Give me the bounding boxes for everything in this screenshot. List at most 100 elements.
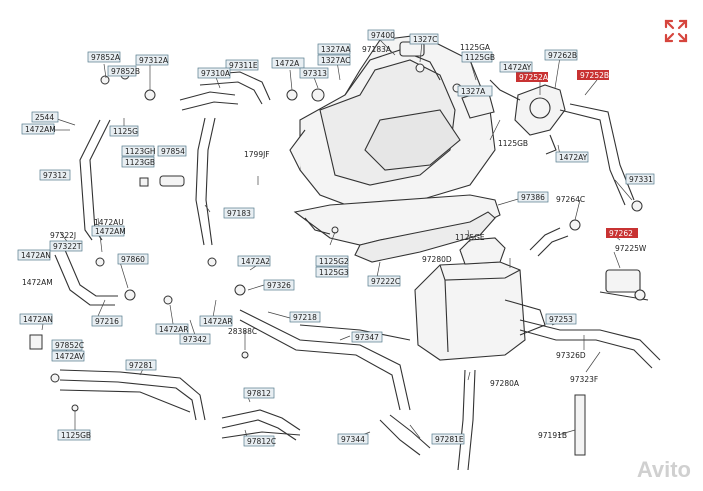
label-1125GB-top[interactable]: 1125GB: [461, 51, 495, 63]
label-97342[interactable]: 97342: [179, 333, 211, 345]
label-97310A[interactable]: 97310A: [197, 67, 231, 79]
label-97400[interactable]: 97400: [367, 29, 395, 41]
svg-text:97854: 97854: [161, 147, 185, 156]
svg-text:97311E: 97311E: [229, 61, 258, 70]
svg-text:2544: 2544: [35, 113, 54, 122]
svg-text:97852C: 97852C: [55, 341, 84, 350]
label-1472AM-top[interactable]: 1472AM: [21, 123, 56, 135]
label-97222C[interactable]: 97222C: [367, 275, 401, 287]
label-97312A[interactable]: 97312A: [135, 54, 169, 66]
label-97854[interactable]: 97854: [157, 145, 187, 157]
label-97312[interactable]: 97312: [39, 169, 71, 181]
label-1327AA[interactable]: 1327AA: [317, 43, 351, 55]
label-97183[interactable]: 97183: [223, 207, 255, 219]
svg-text:97253: 97253: [549, 315, 573, 324]
label-28388C[interactable]: 28388C: [228, 327, 257, 336]
clamps: [29, 63, 643, 456]
label-1472AR[interactable]: 1472AR: [155, 323, 188, 335]
svg-text:97312: 97312: [43, 171, 67, 180]
label-97262-highlight[interactable]: 97262: [606, 228, 638, 238]
svg-text:97812C: 97812C: [247, 437, 276, 446]
label-97347[interactable]: 97347: [351, 331, 383, 343]
label-1125GB2[interactable]: 1125GB: [57, 429, 91, 441]
label-97313[interactable]: 97313: [299, 67, 329, 79]
label-97852B[interactable]: 97852B: [107, 65, 140, 77]
expand-arrows-icon[interactable]: [663, 18, 689, 44]
label-1327C[interactable]: 1327C: [409, 33, 439, 45]
svg-text:1327AC: 1327AC: [321, 56, 350, 65]
svg-text:97347: 97347: [355, 333, 379, 342]
label-1125GA[interactable]: 1125GA: [460, 43, 491, 52]
svg-text:1472AM: 1472AM: [25, 125, 56, 134]
label-97183A[interactable]: 97183A: [362, 45, 392, 54]
svg-text:97222C: 97222C: [371, 277, 400, 286]
label-97225W[interactable]: 97225W: [615, 244, 647, 253]
label-97264C[interactable]: 97264C: [556, 195, 585, 204]
svg-text:1472A: 1472A: [275, 59, 300, 68]
label-97218[interactable]: 97218: [289, 311, 321, 323]
label-1327A[interactable]: 1327A: [457, 85, 493, 97]
label-97281E[interactable]: 97281E: [431, 433, 465, 445]
label-97253[interactable]: 97253: [545, 313, 577, 325]
label-97326[interactable]: 97326: [263, 279, 295, 291]
label-97326D[interactable]: 97326D: [556, 351, 586, 360]
svg-text:1472AR: 1472AR: [159, 325, 188, 334]
svg-text:97860: 97860: [121, 255, 145, 264]
label-1327AC[interactable]: 1327AC: [317, 54, 351, 66]
label-2544[interactable]: 2544: [31, 111, 59, 123]
label-1125GB[interactable]: 1125GB: [498, 139, 528, 148]
label-97812[interactable]: 97812: [243, 387, 275, 399]
svg-text:1472AR: 1472AR: [203, 317, 232, 326]
label-97852C[interactable]: 97852C: [51, 339, 84, 351]
svg-text:1125GB: 1125GB: [61, 431, 91, 440]
svg-text:97281: 97281: [129, 361, 153, 370]
svg-text:1123GB: 1123GB: [125, 158, 155, 167]
label-1125G2[interactable]: 1125G2: [315, 255, 349, 267]
label-97252B-highlight[interactable]: 97252B: [577, 70, 609, 80]
svg-text:1472AM: 1472AM: [95, 227, 126, 236]
label-1472AV[interactable]: 1472AV: [51, 350, 85, 362]
label-1472AM[interactable]: 1472AM: [91, 225, 126, 237]
label-1125G[interactable]: 1125G: [109, 125, 139, 137]
svg-text:97313: 97313: [303, 69, 327, 78]
svg-text:97331: 97331: [629, 175, 653, 184]
label-1472AU[interactable]: 1472AU: [94, 218, 124, 227]
svg-text:1125G: 1125G: [113, 127, 138, 136]
auxiliary-heater: [414, 237, 546, 361]
label-1125G3[interactable]: 1125G3: [315, 266, 349, 278]
label-97216[interactable]: 97216: [91, 315, 123, 327]
label-97860[interactable]: 97860: [117, 253, 149, 265]
label-97323F[interactable]: 97323F: [570, 375, 598, 384]
label-1123GH[interactable]: 1123GH: [121, 145, 156, 157]
label-97812C[interactable]: 97812C: [243, 435, 276, 447]
label-97262B[interactable]: 97262B: [544, 49, 578, 61]
label-97386[interactable]: 97386: [517, 191, 549, 203]
label-1472AY2[interactable]: 1472AY: [555, 151, 589, 163]
label-1472A[interactable]: 1472A: [271, 57, 305, 69]
label-1123GB[interactable]: 1123GB: [121, 156, 155, 168]
label-1472AY[interactable]: 1472AY: [499, 61, 533, 73]
label-1799JF[interactable]: 1799JF: [244, 150, 270, 159]
label-97331[interactable]: 97331: [625, 173, 655, 185]
label-1472AR2[interactable]: 1472AR: [199, 315, 232, 327]
label-97344[interactable]: 97344: [337, 433, 369, 445]
label-97311E[interactable]: 97311E: [225, 59, 259, 71]
label-97322J[interactable]: 97322J: [50, 231, 76, 240]
label-1472AN2[interactable]: 1472AN: [19, 313, 53, 325]
label-1472A2[interactable]: 1472A2: [237, 255, 271, 267]
label-97280A[interactable]: 97280A: [490, 379, 520, 388]
svg-text:97252A: 97252A: [519, 73, 549, 82]
label-97852A[interactable]: 97852A: [87, 51, 121, 63]
label-97280D[interactable]: 97280D: [422, 255, 452, 264]
label-97191B[interactable]: 97191B: [538, 431, 567, 440]
label-1472AN[interactable]: 1472AN: [17, 249, 51, 261]
label-1125GE[interactable]: 1125GE: [455, 233, 485, 242]
svg-text:1472AY: 1472AY: [503, 63, 532, 72]
svg-text:97812: 97812: [247, 389, 271, 398]
label-97252A-highlight[interactable]: 97252A: [516, 72, 549, 82]
svg-text:97386: 97386: [521, 193, 545, 202]
label-97281[interactable]: 97281: [125, 359, 157, 371]
label-97322T[interactable]: 97322T: [49, 240, 83, 252]
label-1472AM2[interactable]: 1472AM: [22, 278, 53, 287]
svg-text:1472AN: 1472AN: [23, 315, 53, 324]
